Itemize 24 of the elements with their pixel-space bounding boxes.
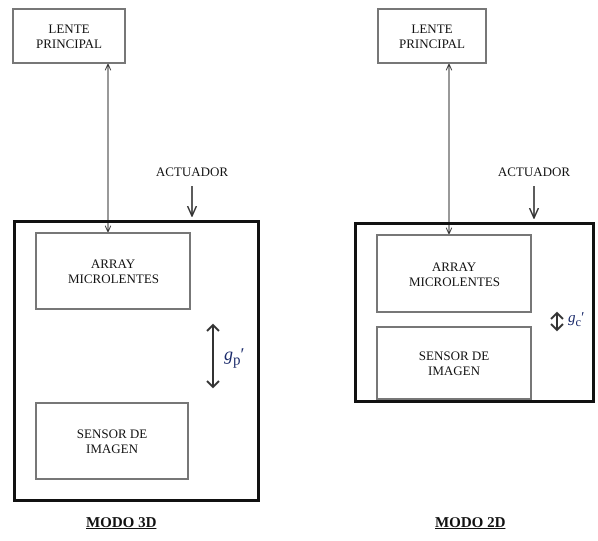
enclosure-box	[13, 220, 260, 502]
optical-axis-arrow	[446, 64, 452, 234]
gap-symbol: g$_{c}$′	[568, 310, 584, 330]
gap-symbol: g$_{p}$′	[224, 344, 244, 370]
mode-title: MODO 2D	[435, 515, 506, 532]
enclosure-box	[354, 222, 595, 403]
component-box	[377, 8, 487, 64]
component-box	[35, 232, 191, 310]
mode-title: MODO 3D	[86, 515, 156, 532]
actuation-arrow	[186, 186, 198, 217]
component-label: LENTE PRINCIPAL	[35, 21, 103, 51]
actuator-label: ACTUADOR	[156, 164, 228, 178]
component-box	[12, 8, 126, 64]
optical-axis-arrow	[104, 64, 112, 232]
component-box	[376, 234, 532, 313]
component-label: ARRAY MICROLENTES	[409, 258, 499, 288]
component-label: LENTE PRINCIPAL	[398, 21, 466, 51]
component-box	[35, 402, 189, 480]
actuator-label: ACTUADOR	[498, 164, 570, 178]
component-label: SENSOR DE IMAGEN	[76, 426, 148, 456]
component-box	[376, 326, 532, 400]
component-label: ARRAY MICROLENTES	[68, 256, 158, 286]
actuation-arrow	[528, 186, 540, 219]
component-label: SENSOR DE IMAGEN	[418, 348, 490, 378]
